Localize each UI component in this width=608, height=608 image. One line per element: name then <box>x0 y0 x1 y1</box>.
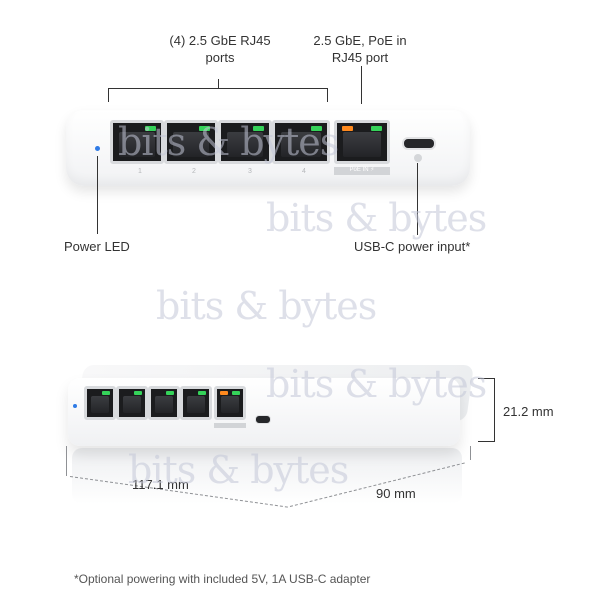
port-number-2: 2 <box>192 168 196 175</box>
rj45-port-2 <box>164 120 218 164</box>
width-dimension-label: 117.1 mm <box>132 477 189 492</box>
poe-in-tag: PoE IN ⚡ <box>334 167 390 175</box>
port-led-green <box>311 126 322 131</box>
height-dimension-label: 21.2 mm <box>503 404 554 419</box>
height-dim-vertical <box>494 378 495 442</box>
rj45-port-small-4 <box>180 386 212 420</box>
rj45-port-small-3 <box>148 386 180 420</box>
power-led-label: Power LED <box>64 239 130 254</box>
port-led-orange <box>342 126 353 131</box>
ports-bracket-stem <box>218 79 219 89</box>
usb-c-port-small <box>255 415 271 424</box>
rj45-port-1 <box>110 120 164 164</box>
depth-dimension-label: 90 mm <box>376 486 416 501</box>
ports-bracket-left <box>108 88 109 102</box>
poe-strip-small <box>214 423 246 428</box>
port-number-1: 1 <box>138 168 142 175</box>
rj45-port-small-1 <box>84 386 116 420</box>
port-number-4: 4 <box>302 168 306 175</box>
watermark: bits & bytes <box>266 362 487 406</box>
usbc-label: USB-C power input* <box>354 239 471 254</box>
port-led-green <box>199 126 210 131</box>
watermark: bits & bytes <box>156 284 377 328</box>
usbc-pointer <box>417 163 418 235</box>
depth-dim-right-tick <box>470 446 471 460</box>
ports-label: (4) 2.5 GbE RJ45 ports <box>169 33 271 65</box>
rj45-port-small-2 <box>116 386 148 420</box>
port-led-green <box>253 126 264 131</box>
power-led-pointer <box>97 156 98 234</box>
poe-port-label: 2.5 GbE, PoE in RJ45 port <box>313 33 407 65</box>
watermark: bits & bytes <box>128 448 349 492</box>
footnote: *Optional powering with included 5V, 1A … <box>74 572 371 586</box>
rj45-poe-port-small <box>214 386 246 420</box>
height-dim-top <box>478 378 494 379</box>
device-reflection <box>72 448 462 504</box>
watermark: bits & bytes <box>118 120 339 164</box>
rj45-port-4 <box>272 120 330 164</box>
watermark: bits & bytes <box>266 196 487 240</box>
rj45-port-3 <box>218 120 272 164</box>
port-led-green <box>145 126 156 131</box>
port-led-green <box>371 126 382 131</box>
rj45-poe-port <box>334 120 390 164</box>
width-dim-left-tick <box>66 446 67 476</box>
port-number-3: 3 <box>248 168 252 175</box>
usb-status-led <box>414 154 422 162</box>
power-led-indicator-small <box>73 404 77 408</box>
poe-pointer-line <box>361 66 362 104</box>
height-dim-bottom <box>478 441 494 442</box>
power-led-indicator <box>95 146 100 151</box>
usb-c-port <box>402 137 436 150</box>
ports-bracket-right <box>327 88 328 102</box>
